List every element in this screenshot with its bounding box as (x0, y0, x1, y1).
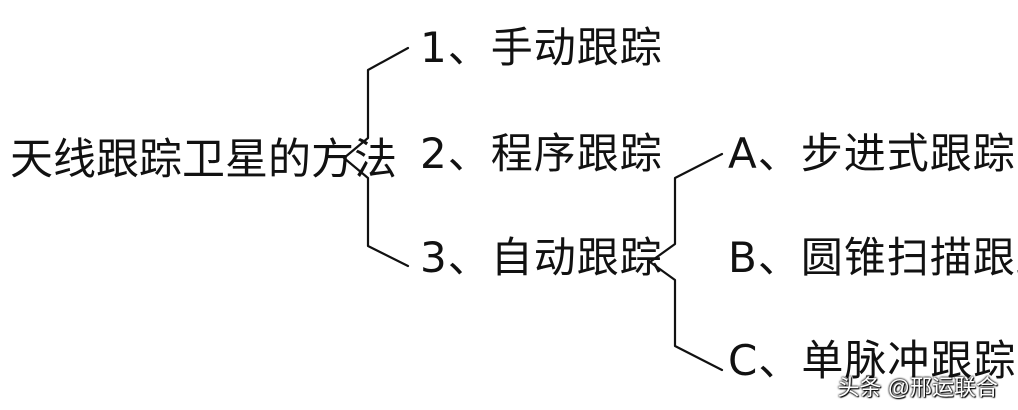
auto-method-monopulse-label: C、单脉冲跟踪 (728, 336, 1017, 385)
watermark-label: 头条 @邢运联合 (837, 375, 998, 400)
root-node-label: 天线跟踪卫星的方法 (10, 135, 397, 185)
method-manual-label: 1、手动跟踪 (420, 23, 663, 72)
auto-method-step-label: A、步进式跟踪 (728, 129, 1016, 178)
method-auto-label: 3、自动跟踪 (420, 233, 663, 282)
method-program-label: 2、程序跟踪 (420, 129, 663, 178)
auto-method-cone-label: B、圆锥扫描跟踪 (728, 233, 1018, 282)
